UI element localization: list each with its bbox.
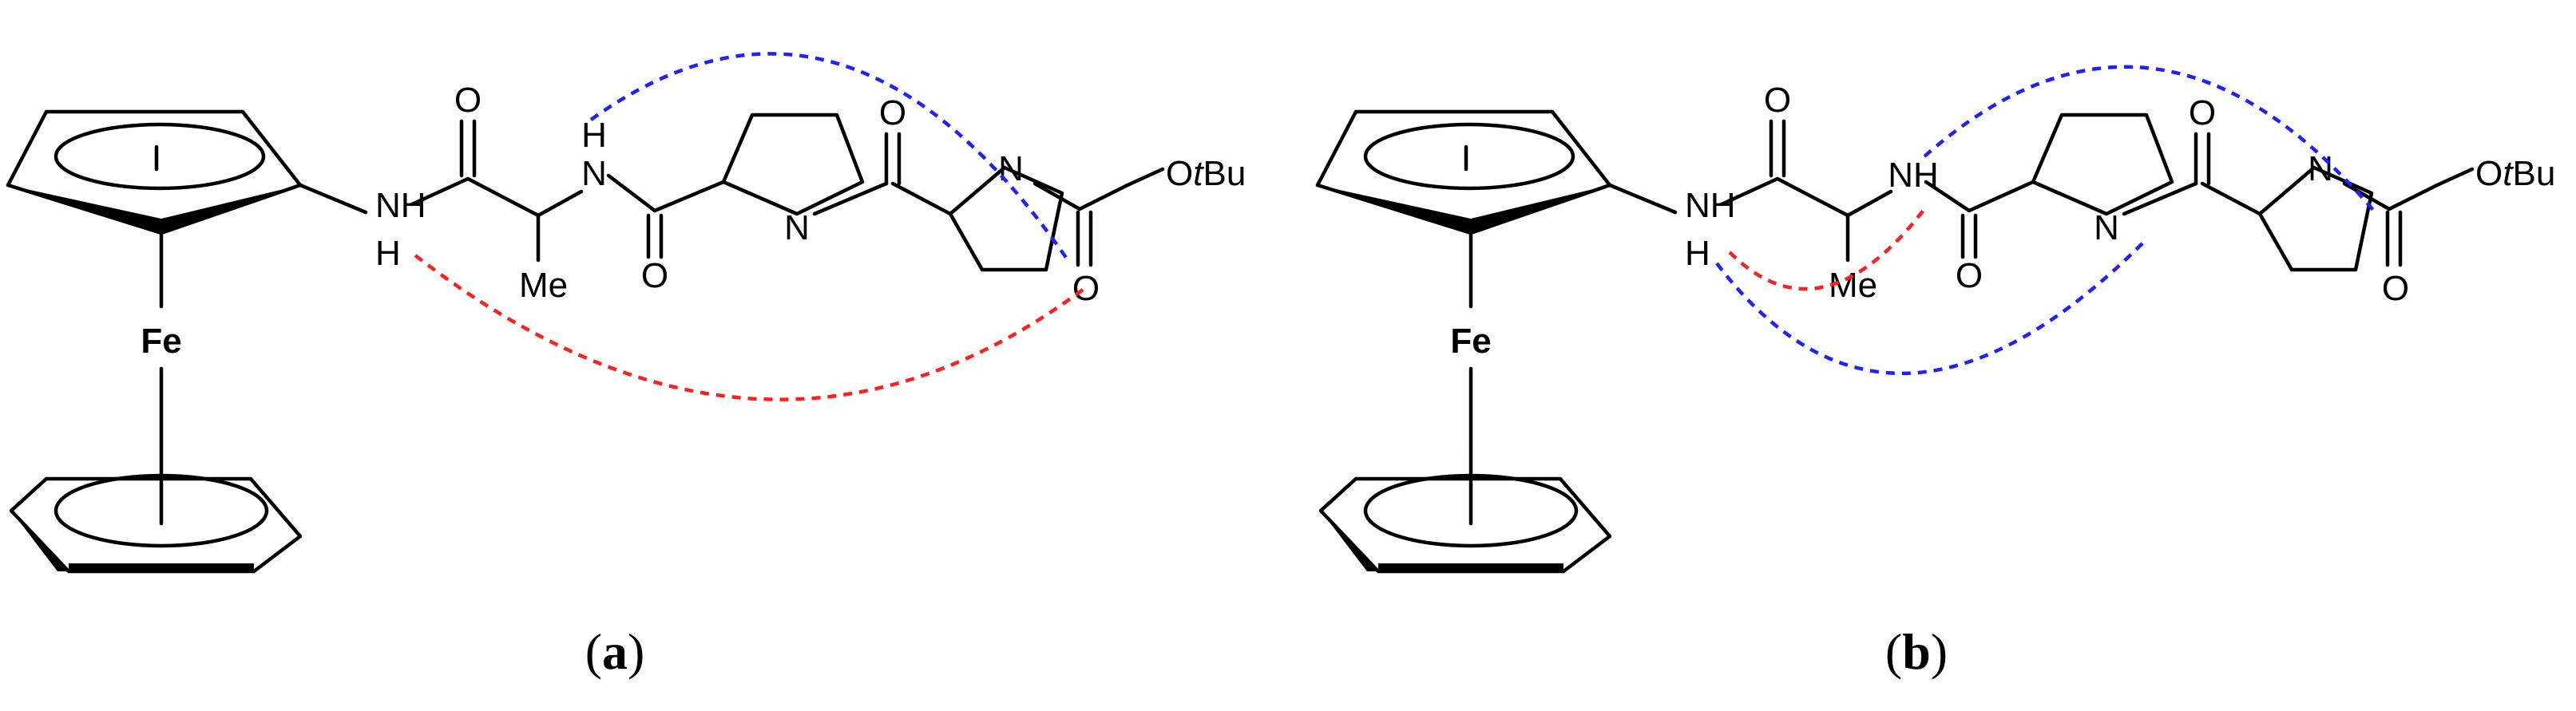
pro-n-2-b: N: [2308, 149, 2333, 188]
nh-ferrocene-h-b: H: [1685, 234, 1710, 273]
nh-ala-h-a: H: [581, 116, 607, 155]
structure-b: Fe: [1315, 65, 2555, 574]
nh-ferrocene-n-a: NH: [375, 186, 426, 225]
hbond-blue-b-lower: [1715, 238, 2148, 376]
hbond-blue-a: [589, 52, 1072, 265]
cp-ring-upper-a: [6, 109, 303, 235]
nh-ala-b: NH: [1888, 156, 1939, 195]
nh-ferrocene-h-a: H: [375, 234, 401, 273]
structure-a: Fe: [6, 52, 1246, 574]
carbonyl-o-2-b: O: [1956, 256, 1983, 295]
backbone-b: [1607, 113, 2475, 272]
cp-ring-lower-b: [1318, 444, 1612, 574]
carbonyl-o-3-a: O: [879, 93, 906, 132]
panel-label-b: (b): [1885, 623, 1948, 680]
hbond-red-b: [1728, 207, 1926, 291]
cp-ring-upper-b: [1315, 109, 1612, 235]
nh-ferrocene-n-b: NH: [1685, 186, 1736, 225]
methyl-a: Me: [519, 266, 568, 305]
carbonyl-o-3-b: O: [2189, 93, 2216, 132]
carbonyl-o-4-b: O: [2382, 269, 2409, 308]
carbonyl-o-1-a: O: [454, 81, 482, 120]
ester-label-b: OtBu: [2475, 154, 2555, 193]
nh-ala-n-a: N: [581, 154, 607, 193]
cp-ring-lower-a: [9, 444, 303, 574]
pro-n-1-b: N: [2094, 208, 2119, 247]
hbond-blue-b-upper: [1923, 65, 2378, 215]
methyl-b: Me: [1829, 266, 1877, 305]
pro-n-2-a: N: [998, 149, 1024, 188]
ester-label-a: OtBu: [1166, 154, 1246, 193]
hbond-red-a: [414, 254, 1088, 401]
carbonyl-o-4-a: O: [1072, 269, 1100, 308]
carbonyl-o-2-a: O: [641, 256, 668, 295]
panel-label-a: (a): [585, 623, 645, 680]
carbonyl-o-1-b: O: [1764, 81, 1791, 120]
pro-n-1-a: N: [784, 208, 810, 247]
fe-label-a: Fe: [141, 322, 181, 361]
fe-label-b: Fe: [1450, 322, 1491, 361]
backbone-a: [298, 113, 1165, 272]
